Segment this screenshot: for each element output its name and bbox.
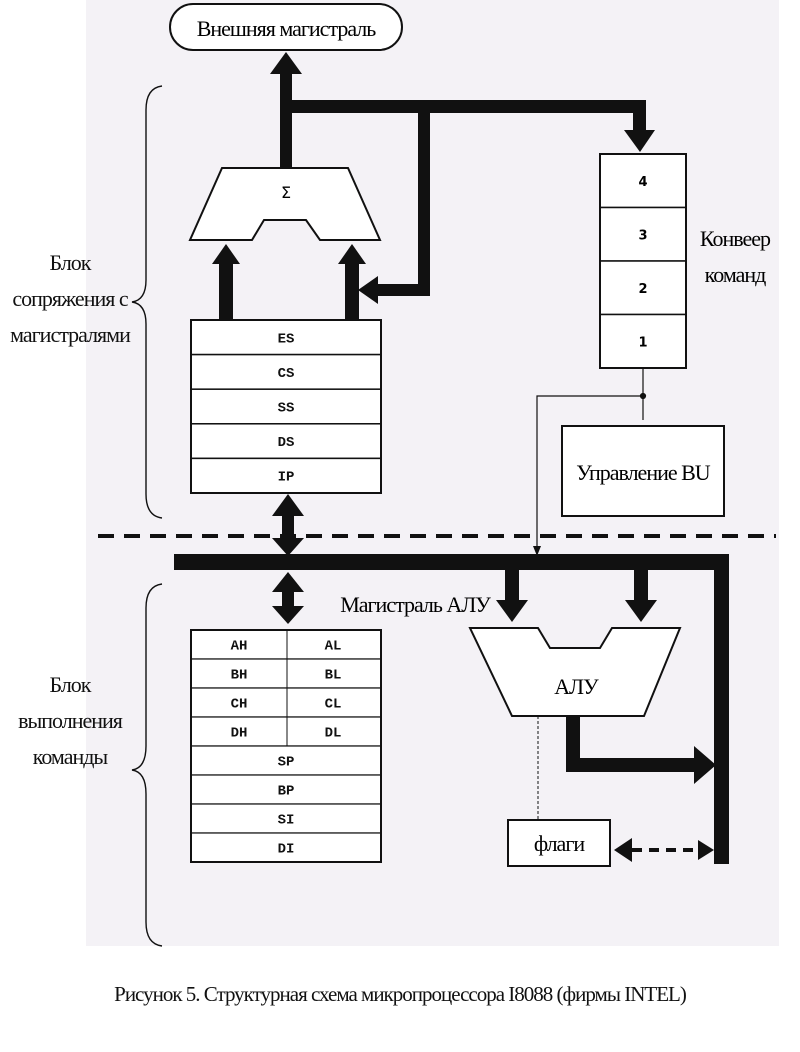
queue-slot-number: 1 <box>638 335 647 350</box>
general-register-block: AH AL BH BL CH CL DH DL SP BP SI DI <box>190 629 382 863</box>
gp-register-low: CL <box>325 697 342 713</box>
gp-register-row <box>190 629 382 660</box>
alu-label: АЛУ <box>554 674 599 699</box>
gp-register-high: DH <box>231 726 248 742</box>
segment-to-adder-arrows <box>212 244 366 320</box>
address-adder <box>188 167 382 241</box>
queue-slot-number: 2 <box>638 282 647 297</box>
gp-bus-double-arrow <box>272 572 304 624</box>
gp-register-high: AH <box>231 639 248 655</box>
external-bus-connector <box>270 52 655 304</box>
flags-label: флаги <box>534 831 585 856</box>
adder-sum-symbol: Σ <box>281 183 291 202</box>
interface-block-brace <box>131 85 163 519</box>
segment-register-label: SS <box>278 401 295 417</box>
segment-register-label: CS <box>278 366 295 382</box>
gp-register-low: BL <box>325 668 342 684</box>
gp-register-low: DL <box>325 726 342 742</box>
segment-register-label: DS <box>278 435 295 451</box>
index-register-label: SI <box>278 813 295 829</box>
instruction-queue: 4 3 2 1 <box>599 153 687 369</box>
gp-register-row <box>190 716 382 747</box>
alu-input-arrows <box>496 568 657 622</box>
gp-register-high: BH <box>231 668 248 684</box>
flags-bus-dashed-arrow <box>614 838 714 862</box>
gp-register-high: CH <box>231 697 248 713</box>
queue-slot-number: 3 <box>638 228 647 243</box>
pipeline-label-line1: Конвеер <box>700 226 771 251</box>
external-bus-label: Внешняя магистраль <box>197 16 377 41</box>
external-bus-box <box>169 3 403 51</box>
figure-caption: Рисунок 5. Структурная схема микропроцес… <box>114 982 687 1006</box>
queue-thin-connectors <box>533 368 647 556</box>
interface-block-label-line1: Блок <box>49 250 91 275</box>
queue-slot <box>599 206 687 262</box>
exec-block-label-line1: Блок <box>49 672 91 697</box>
exec-block-brace <box>131 583 163 947</box>
index-register-label: SP <box>278 755 295 771</box>
segment-register-block: ES CS SS DS IP <box>190 319 382 494</box>
bu-control-label: Управление BU <box>576 460 711 485</box>
bu-control-box <box>561 425 725 517</box>
gp-register-row <box>190 658 382 689</box>
index-register-label: BP <box>278 784 295 800</box>
alu-bus-label: Магистраль АЛУ <box>340 592 491 617</box>
alu-bus <box>174 554 729 864</box>
segment-bus-double-arrow <box>272 494 304 556</box>
interface-block-label-line2: сопряжения с <box>12 286 128 311</box>
queue-slot-number: 4 <box>638 175 647 190</box>
interface-block-label-line3: магистралями <box>10 322 131 347</box>
exec-block-label-line3: команды <box>32 744 108 769</box>
gp-register-low: AL <box>325 639 342 655</box>
segment-register-label: IP <box>278 470 295 486</box>
exec-block-label-line2: выполнения <box>18 708 123 733</box>
pipeline-label-line2: команд <box>705 262 766 287</box>
segment-register-label: ES <box>278 331 295 347</box>
alu-output-arrow <box>566 716 716 784</box>
gp-register-row <box>190 687 382 718</box>
flags-box <box>507 819 611 867</box>
alu-unit <box>468 627 682 717</box>
index-register-label: DI <box>278 842 295 858</box>
